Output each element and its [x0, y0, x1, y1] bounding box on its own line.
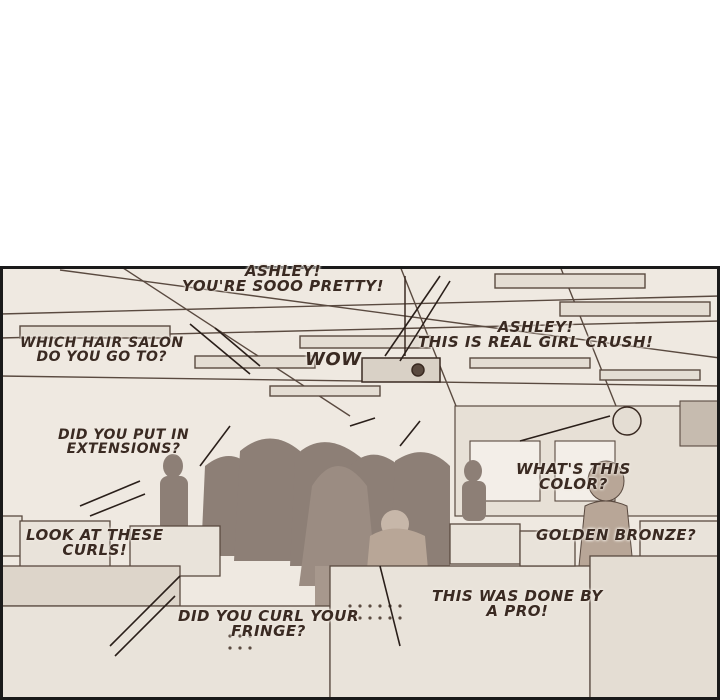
caption-ashley-pretty: ASHLEY! YOU'RE SOOO PRETTY!	[182, 264, 384, 294]
caption-bronze: GOLDEN BRONZE?	[536, 528, 696, 543]
caption-line: THIS IS REAL GIRL CRUSH!	[418, 333, 654, 351]
caption-line: EXTENSIONS?	[66, 441, 181, 457]
wall-fan	[612, 406, 642, 436]
caption-line: THIS WAS DONE BY	[432, 587, 603, 605]
caption-line: WHICH HAIR SALON	[20, 335, 184, 351]
caption-line: GOLDEN BRONZE?	[536, 526, 697, 544]
caption-fringe: DID YOU CURL YOUR FRINGE?	[178, 609, 359, 639]
caption-line: COLOR?	[539, 475, 608, 493]
caption-line: DID YOU PUT IN	[58, 427, 190, 443]
emphasis-lines	[79, 275, 611, 657]
caption-line: DO YOU GO TO?	[36, 349, 168, 365]
caption-line: A PRO!	[486, 602, 549, 620]
caption-line: CURLS!	[62, 541, 128, 559]
caption-line: FRINGE?	[231, 622, 306, 640]
desks	[0, 515, 720, 700]
caption-wow: WOW	[305, 351, 362, 369]
caption-line: LOOK AT THESE	[26, 526, 164, 544]
caption-pro: THIS WAS DONE BY A PRO!	[432, 589, 603, 619]
caption-line: YOU'RE SOOO PRETTY!	[182, 277, 384, 295]
caption-line: ASHLEY!	[244, 262, 321, 280]
caption-color: WHAT'S THIS COLOR?	[516, 462, 631, 492]
caption-line: WHAT'S THIS	[516, 460, 631, 478]
caption-hair-salon: WHICH HAIR SALON DO YOU GO TO?	[20, 336, 184, 364]
comic-panel: ASHLEY! YOU'RE SOOO PRETTY! WHICH HAIR S…	[0, 264, 720, 700]
caption-line: ASHLEY!	[497, 318, 574, 336]
projector	[361, 276, 441, 383]
ceiling-lamps	[19, 273, 711, 397]
caption-extensions: DID YOU PUT IN EXTENSIONS?	[58, 428, 189, 456]
caption-girl-crush: ASHLEY! THIS IS REAL GIRL CRUSH!	[418, 320, 653, 350]
caption-line: DID YOU CURL YOUR	[178, 607, 360, 625]
panel-border	[0, 266, 720, 700]
caption-curls: LOOK AT THESE CURLS!	[26, 528, 164, 558]
caption-line: WOW	[305, 349, 362, 370]
classroom-scene-illustration	[0, 266, 720, 700]
